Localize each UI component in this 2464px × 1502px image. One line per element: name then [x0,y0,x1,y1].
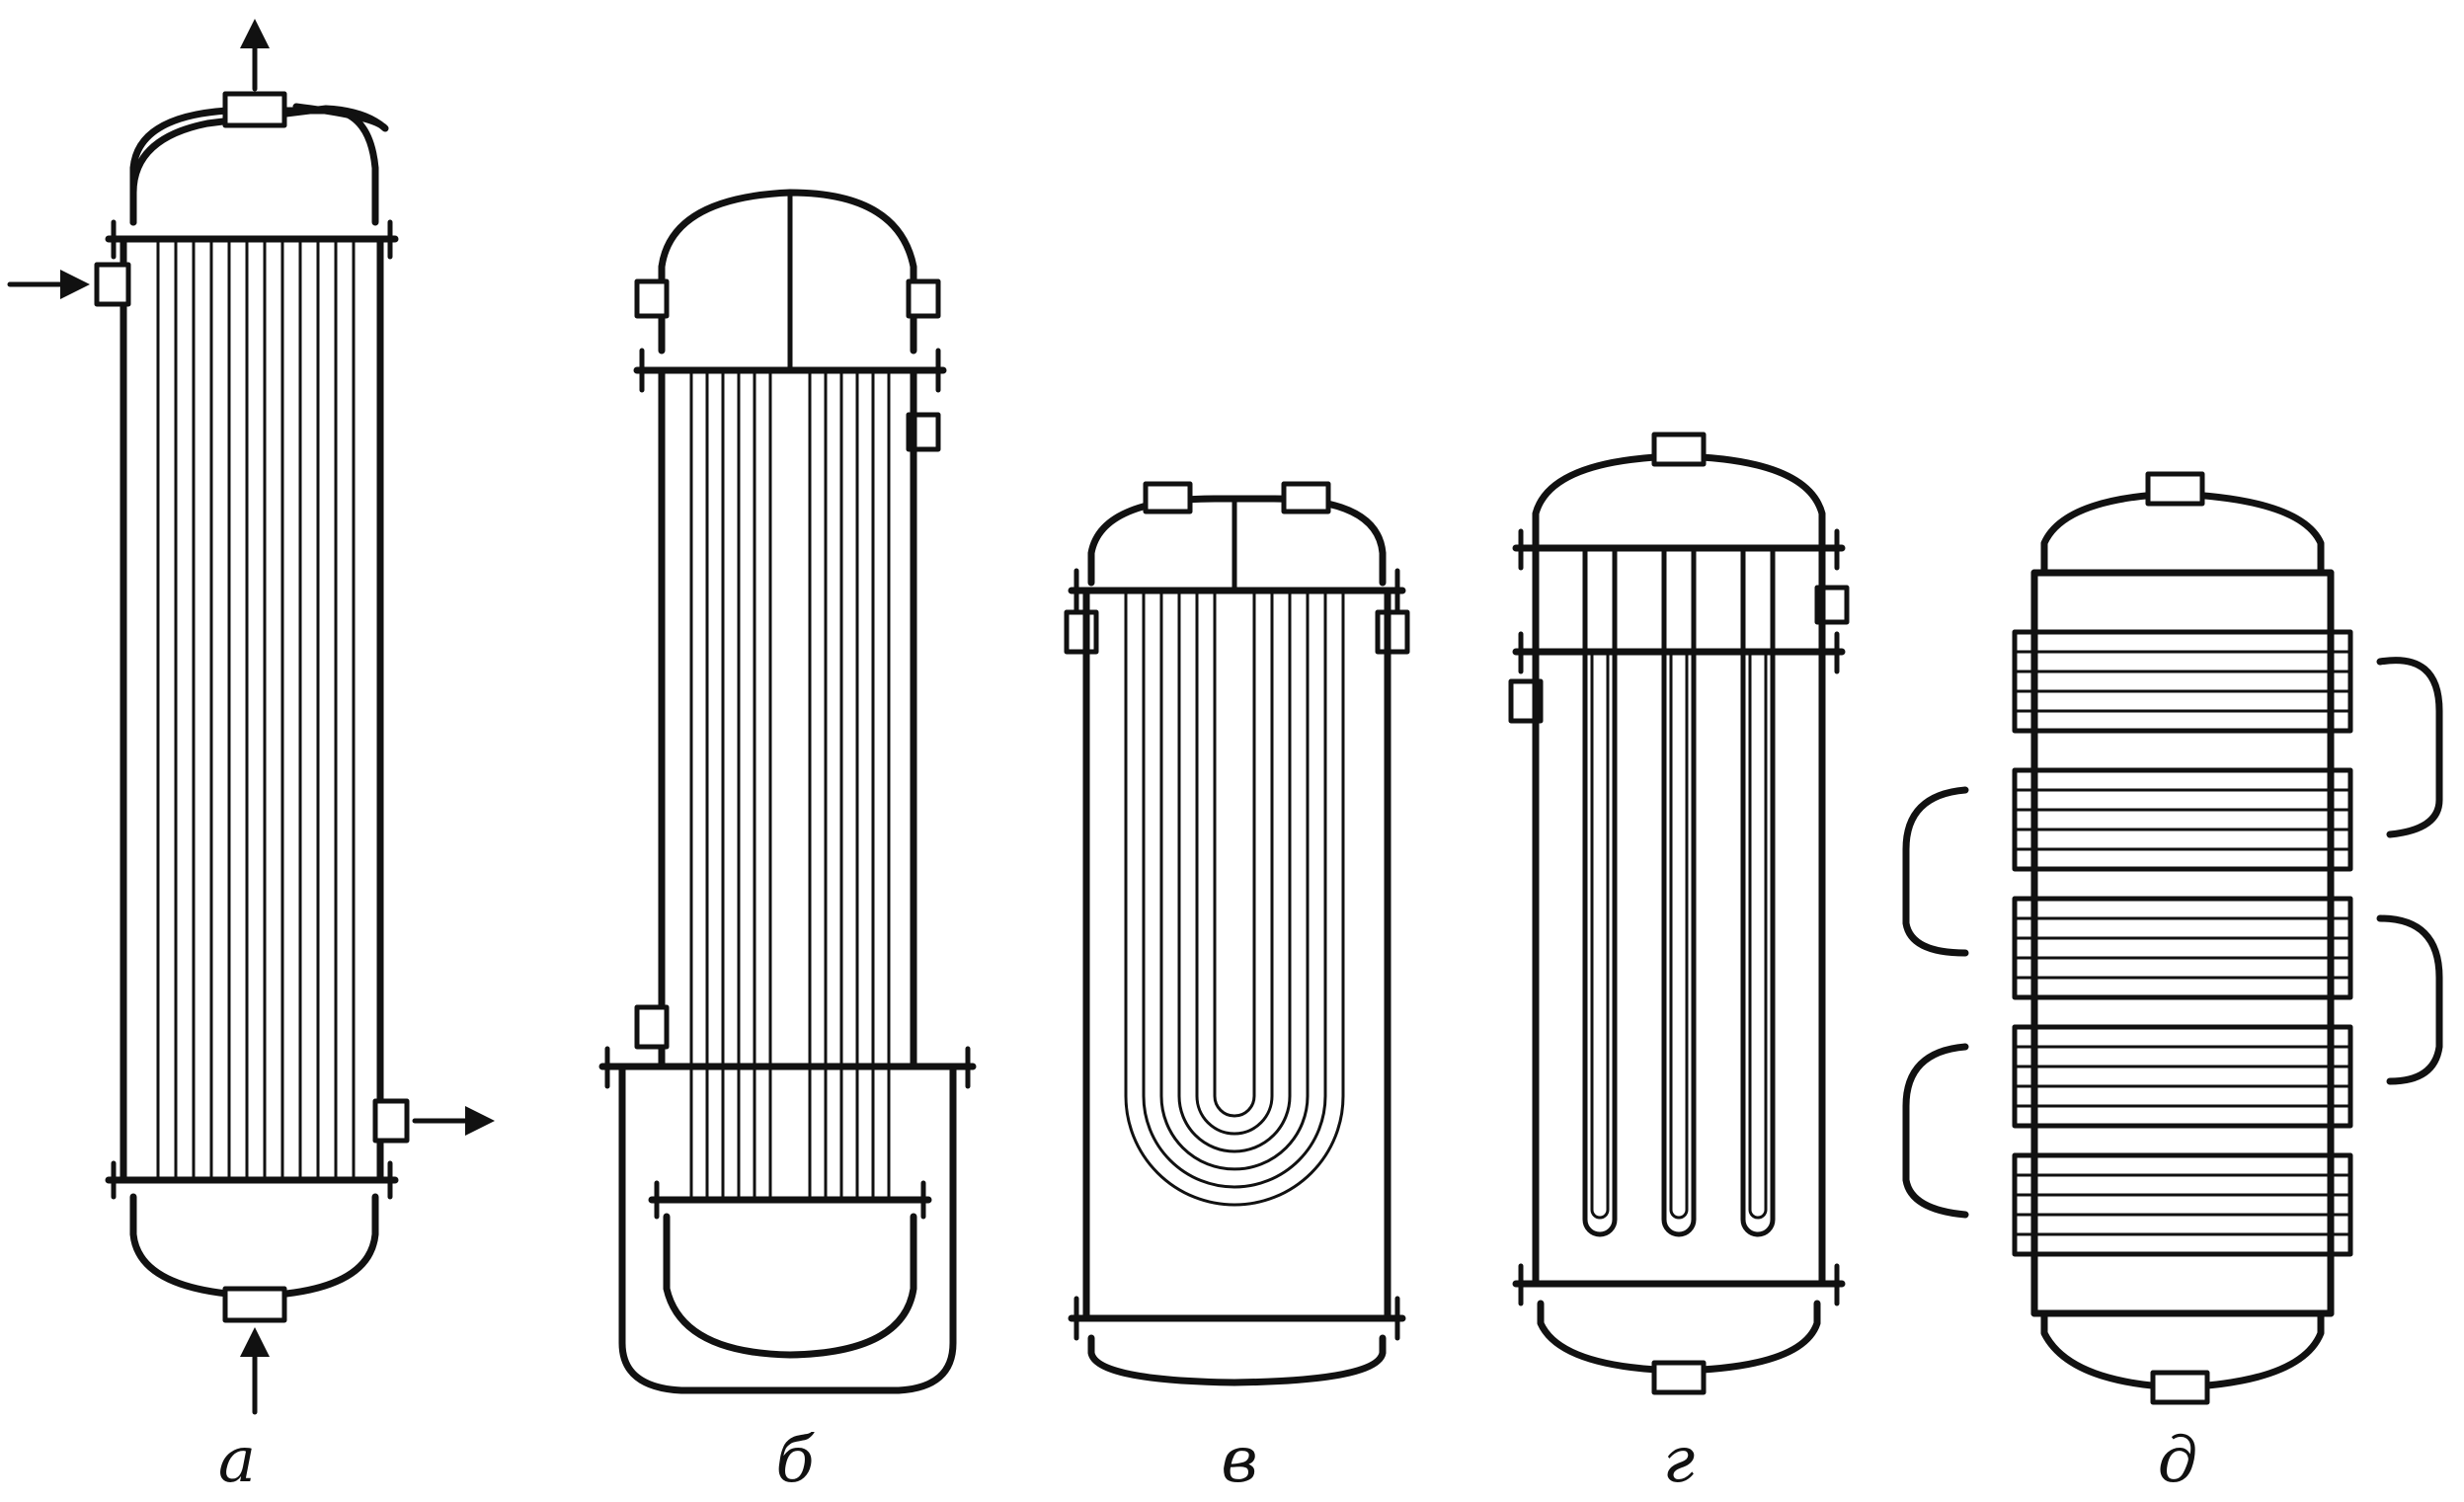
panel-label-b: б [775,1424,815,1497]
panel-v-exchanger [1064,481,1410,1386]
bottom-nozzle-icon [222,1286,287,1323]
top-nozzle-icon [222,91,287,128]
panel-a-exchanger [7,19,495,1415]
panel-label-a: а [218,1424,256,1497]
panel-label-g: г [1663,1424,1695,1497]
panel-label-v: в [1221,1424,1257,1497]
panel-label-d: д [2158,1424,2198,1497]
panel-b-exchanger [598,189,977,1394]
panel-d-exchanger [1902,471,2443,1405]
panel-g-exchanger [1508,432,1850,1395]
